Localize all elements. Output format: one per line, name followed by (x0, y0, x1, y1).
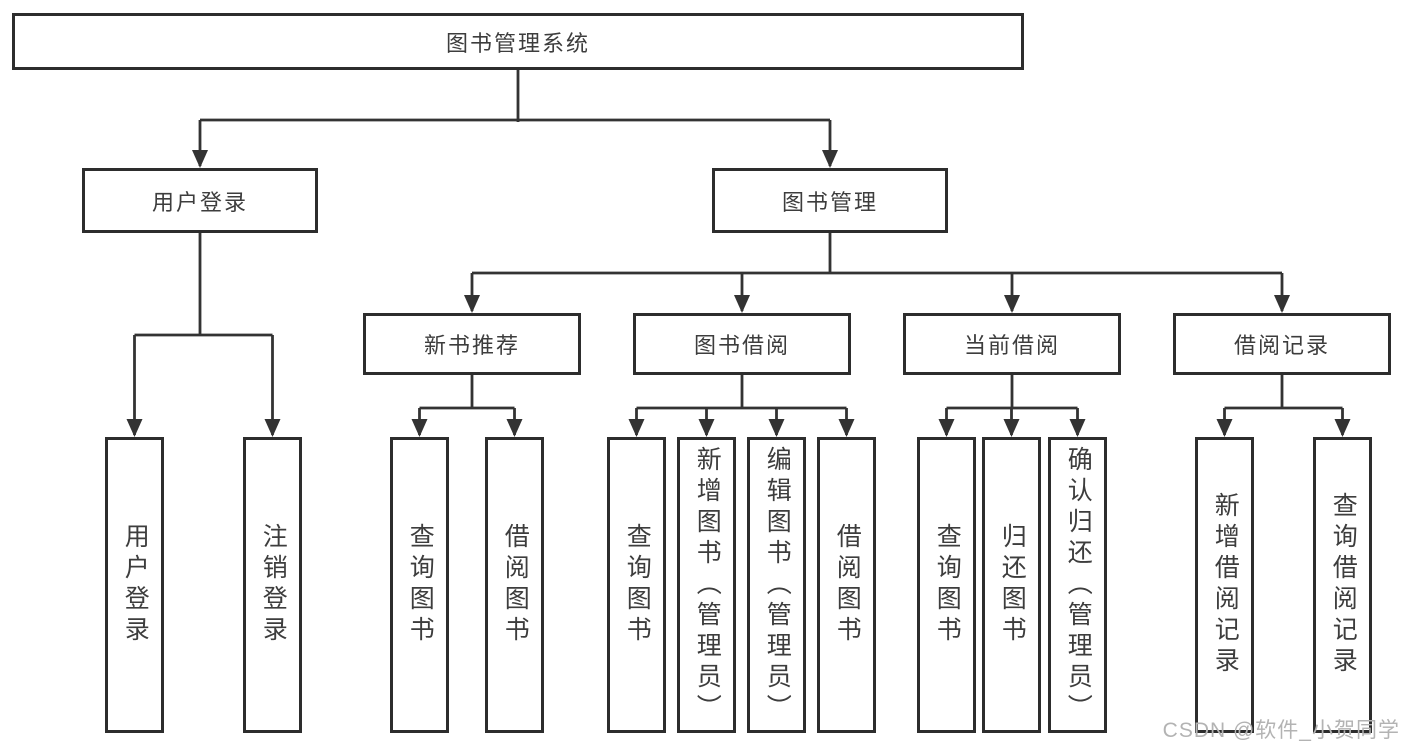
leaf-rec-query-books: 查询图书 (390, 437, 449, 733)
node-book-management-system: 图书管理系统 (12, 13, 1024, 70)
connector-current-borrow-to-leaves (946, 374, 1078, 410)
leaf-bor-borrow-books: 借阅图书 (817, 437, 876, 733)
node-current-borrowing: 当前借阅 (903, 313, 1121, 375)
leaf-bor-query-books-label: 查询图书 (623, 523, 652, 647)
leaf-bor-edit-books-admin: 编辑图书（管理员） (747, 437, 806, 733)
leaf-cur-query-books: 查询图书 (917, 437, 976, 733)
connector-book-mgmt-to-groups (472, 232, 1282, 275)
node-new-book-recommendation-label: 新书推荐 (423, 333, 520, 358)
leaf-cur-confirm-return-admin: 确认归还（管理员） (1048, 437, 1107, 733)
connector-book-borrow-to-leaves (636, 374, 847, 410)
leaf-logout-label: 注销登录 (259, 523, 288, 647)
leaf-bor-add-books-admin: 新增图书（管理员） (677, 437, 736, 733)
leaf-rec-borrow-books: 借阅图书 (485, 437, 544, 733)
leaf-cur-confirm-return-admin-label: 确认归还（管理员） (1064, 445, 1093, 725)
leaf-cur-return-books: 归还图书 (982, 437, 1041, 733)
connector-user-login-to-leaves (134, 232, 273, 337)
leaf-bor-borrow-books-label: 借阅图书 (833, 523, 862, 647)
node-borrowing-records: 借阅记录 (1173, 313, 1391, 375)
connector-borrow-records-to-leaves (1224, 374, 1343, 410)
leaf-rec-add-borrow-record: 新增借阅记录 (1195, 437, 1254, 733)
leaf-rec-add-borrow-record-label: 新增借阅记录 (1211, 492, 1240, 678)
leaf-rec-borrow-books-label: 借阅图书 (501, 523, 530, 647)
node-book-management-system-label: 图书管理系统 (445, 30, 590, 56)
node-book-management: 图书管理 (712, 168, 948, 233)
node-borrowing-records-label: 借阅记录 (1233, 333, 1330, 358)
leaf-bor-add-books-admin-label: 新增图书（管理员） (693, 445, 722, 725)
node-new-book-recommendation: 新书推荐 (363, 313, 581, 375)
connector-new-book-to-leaves (419, 374, 515, 410)
node-book-management-label: 图书管理 (781, 189, 878, 215)
leaf-logout: 注销登录 (243, 437, 302, 733)
connector-root-to-level1 (200, 70, 830, 122)
leaf-bor-query-books: 查询图书 (607, 437, 666, 733)
leaf-rec-query-books-label: 查询图书 (406, 523, 435, 647)
leaf-cur-query-books-label: 查询图书 (933, 523, 962, 647)
node-user-login-label: 用户登录 (151, 189, 248, 215)
leaf-user-login: 用户登录 (105, 437, 164, 733)
node-current-borrowing-label: 当前借阅 (963, 333, 1060, 358)
leaf-user-login-label: 用户登录 (121, 523, 150, 647)
leaf-cur-return-books-label: 归还图书 (998, 523, 1027, 647)
node-book-borrowing: 图书借阅 (633, 313, 851, 375)
node-user-login: 用户登录 (82, 168, 318, 233)
leaf-rec-query-borrow-record: 查询借阅记录 (1313, 437, 1372, 733)
leaf-bor-edit-books-admin-label: 编辑图书（管理员） (763, 445, 792, 725)
node-book-borrowing-label: 图书借阅 (693, 333, 790, 358)
leaf-rec-query-borrow-record-label: 查询借阅记录 (1329, 492, 1358, 678)
